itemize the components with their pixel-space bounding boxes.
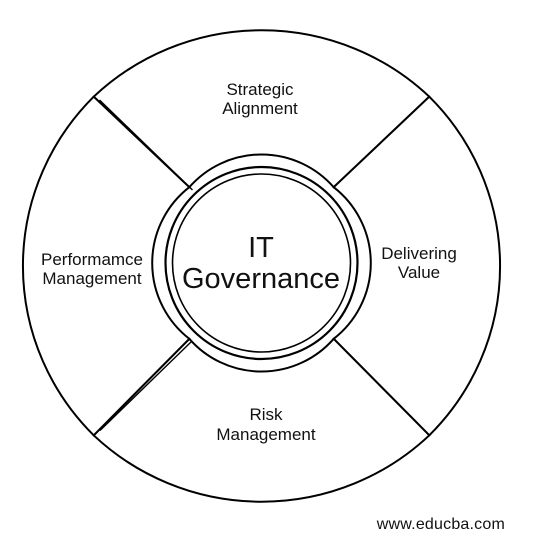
segment-right-label-line2: Value [398, 263, 440, 282]
segment-bottom-label-line2: Management [216, 425, 316, 444]
watermark-url: www.educba.com [376, 516, 505, 533]
center-hub: IT Governance [164, 165, 359, 361]
segment-top-label-line2: Alignment [222, 99, 298, 118]
segment-top: Strategic Alignment [92, 29, 431, 191]
center-title-line2: Governance [182, 263, 340, 295]
segment-bottom-label-line1: Risk [249, 405, 283, 424]
segment-right: Delivering Value [332, 95, 502, 437]
center-title-line1: IT [248, 232, 274, 264]
segment-right-label-line1: Delivering [381, 244, 457, 263]
segment-left: Performamce Management [21, 95, 191, 437]
segment-bottom: Risk Management [92, 337, 431, 503]
segment-left-label-line1: Performamce [41, 250, 143, 269]
segment-top-label-line1: Strategic [226, 80, 294, 99]
segment-left-label-line2: Management [42, 269, 142, 288]
